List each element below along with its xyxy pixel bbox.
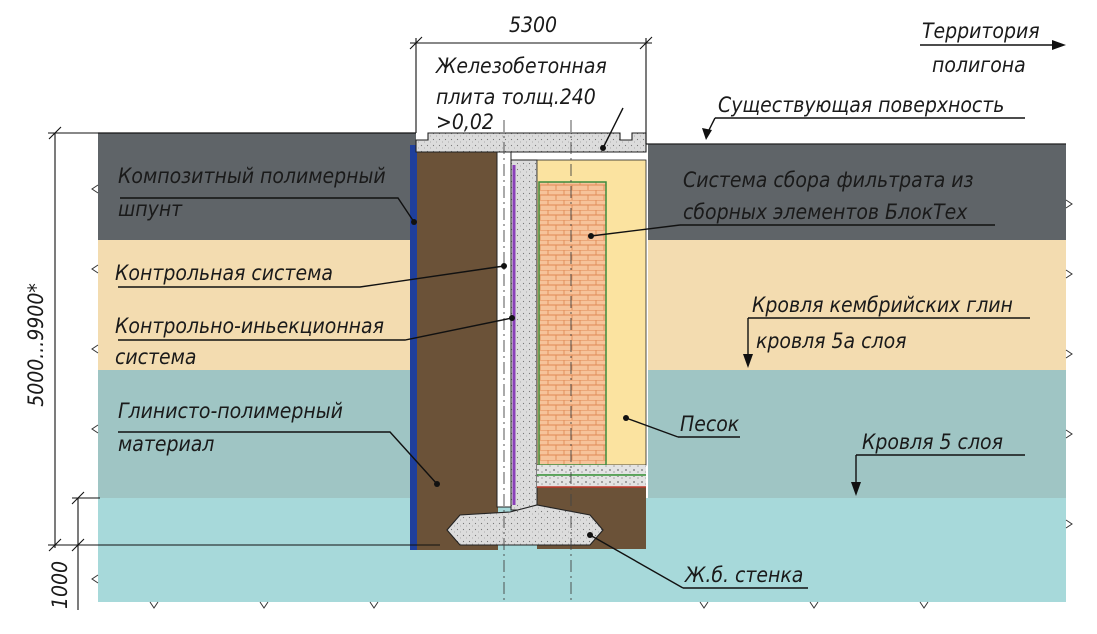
slab-label-line3: >0,02 xyxy=(436,110,494,134)
break-marks xyxy=(91,184,1073,609)
clay-polymer-label-line1: Глинисто-полимерный xyxy=(118,399,343,423)
depth-dimension-label: 5000...9900* xyxy=(24,283,48,407)
dimension-lines xyxy=(48,36,653,610)
territory-label-line2: полигона xyxy=(932,53,1026,77)
filtrate-collection-blocks xyxy=(538,181,607,466)
injection-system-label-line2: система xyxy=(115,345,197,369)
centre-lines xyxy=(503,120,572,600)
rc-wall-label: Ж.б. стенка xyxy=(684,563,803,587)
clay-polymer-label-line2: материал xyxy=(118,432,214,456)
teal-layer-left xyxy=(98,370,416,498)
beige-layer-left xyxy=(98,240,416,370)
slab-label-line2: плита толщ.240 xyxy=(436,85,596,109)
sheet-pile-label-line2: шпунт xyxy=(118,197,183,221)
gravel-layer-lower xyxy=(537,476,646,487)
beige-layer-right xyxy=(648,240,1066,370)
cambrian-clay-label-line1: Кровля кембрийских глин xyxy=(752,293,1013,317)
sand-label: Песок xyxy=(680,412,740,436)
dark-topsoil-layer-left xyxy=(98,133,416,240)
layer5-roof-label: Кровля 5 слоя xyxy=(862,430,1003,454)
cambrian-clay-label-line2: кровля 5а слоя xyxy=(756,329,907,353)
slab-label-line1: Железобетонная xyxy=(435,54,607,78)
territory-label-line1: Территория xyxy=(922,19,1040,43)
leader-lines xyxy=(118,40,1066,589)
sheet-pile-label-line1: Композитный полимерный xyxy=(118,164,386,188)
leader-dots xyxy=(411,145,629,538)
injection-system-label-line1: Контрольно-иньекционная xyxy=(115,314,384,338)
composite-sheet-pile xyxy=(410,145,417,550)
rc-wall-footing xyxy=(446,504,604,546)
width-dimension-label: 5300 xyxy=(509,13,557,37)
control-system-label: Контрольная система xyxy=(115,261,333,285)
clay-polymer-fill xyxy=(416,152,498,550)
filtrate-system-label-line2: сборных элементов БлокТех xyxy=(683,200,968,224)
rc-slab xyxy=(415,132,647,153)
existing-surface-label: Существующая поверхность xyxy=(718,93,1004,117)
gravel-layer-upper xyxy=(537,465,646,475)
bottom-dimension-label: 1000 xyxy=(48,561,72,609)
dark-topsoil-layer-right xyxy=(648,144,1066,240)
teal-layer-right xyxy=(648,370,1066,498)
filtrate-system-label-line1: Система сбора фильтрата из xyxy=(683,168,974,192)
